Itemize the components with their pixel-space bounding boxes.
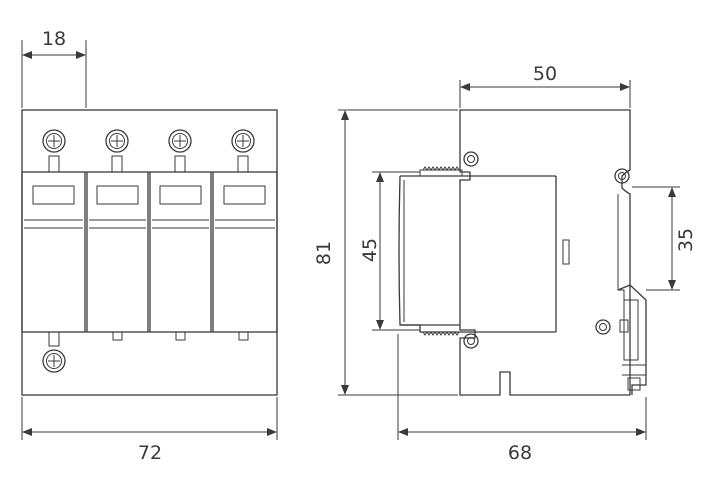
dim-label-72: 72	[138, 442, 162, 464]
front-top-screw-4	[231, 129, 255, 173]
side-grip-top	[419, 166, 463, 176]
dim-72: 72	[21, 397, 278, 464]
dim-label-18: 18	[42, 28, 66, 50]
dim-label-81: 81	[313, 241, 335, 265]
front-bottom-tab-3	[175, 331, 186, 341]
front-bottom-tab-4	[238, 331, 249, 341]
din-rail-clip	[617, 194, 647, 395]
side-housing-outline	[459, 109, 631, 396]
side-module-front	[398, 175, 460, 326]
side-screw-top-left	[463, 151, 479, 167]
front-module-2	[86, 171, 149, 333]
front-module-4	[212, 171, 278, 333]
front-top-screw-2	[105, 129, 129, 173]
front-view: 18 72	[21, 28, 278, 464]
side-view: 50 81 45 35 68	[313, 63, 697, 464]
side-indicator	[562, 239, 570, 265]
dim-35: 35	[632, 186, 697, 291]
dim-81: 81	[313, 109, 458, 396]
dim-label-35: 35	[675, 228, 697, 252]
front-module-3	[149, 171, 212, 333]
dim-label-68: 68	[508, 442, 532, 464]
front-top-screw-1	[42, 129, 66, 173]
dim-45: 45	[359, 171, 420, 331]
side-grip-bottom	[422, 331, 460, 336]
side-screw-bottom-right	[595, 319, 611, 335]
front-top-screw-3	[168, 129, 192, 173]
front-bottom-tab-1	[48, 331, 60, 347]
dim-68: 68	[397, 334, 647, 464]
dim-label-50: 50	[533, 63, 557, 85]
side-screw-bottom-left	[463, 333, 479, 349]
side-screw-top-right	[614, 168, 630, 184]
dim-label-45: 45	[359, 238, 381, 262]
dim-50: 50	[459, 63, 631, 108]
front-bottom-tab-2	[112, 331, 123, 341]
front-bottom-screw	[42, 349, 66, 373]
front-module-1	[21, 171, 86, 333]
dim-18: 18	[21, 28, 87, 108]
